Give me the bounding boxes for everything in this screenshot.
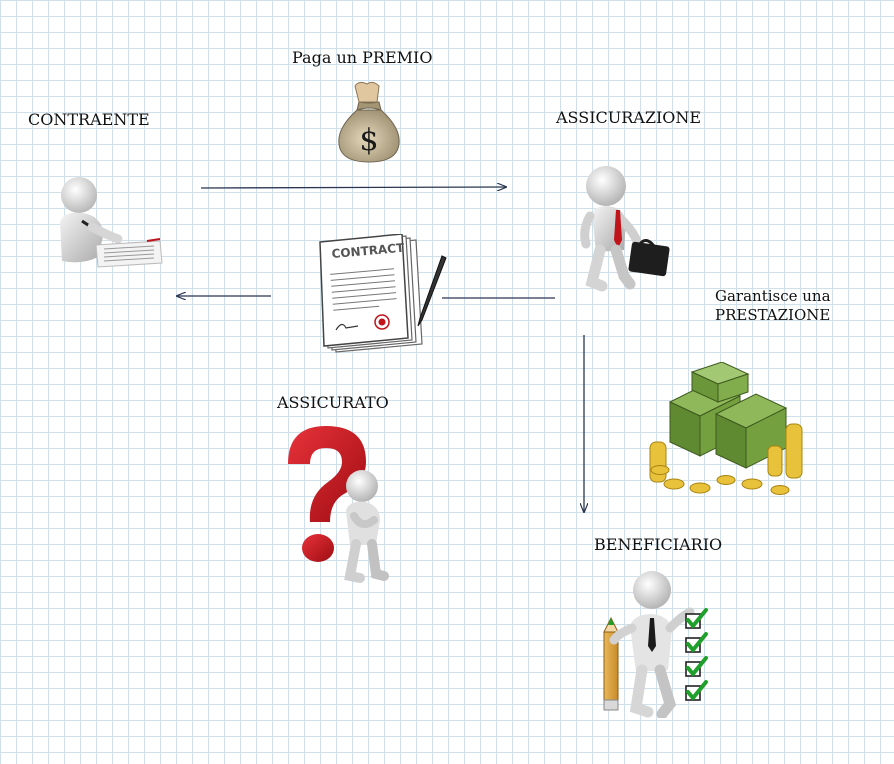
prestazione-label-line1: Garantisce una — [715, 287, 831, 305]
arrow-contraente-to-assicurazione — [200, 187, 506, 188]
money-bag-symbol: $ — [359, 123, 378, 158]
assicurazione-label: ASSICURAZIONE — [556, 108, 702, 127]
money-bag-icon: $ — [338, 81, 400, 163]
prestazione-label-line2: PRESTAZIONE — [715, 306, 831, 324]
businessman-briefcase-icon — [580, 166, 670, 292]
money-stacks-coins-icon — [649, 362, 803, 495]
contract-document-icon: CONTRACT — [319, 234, 447, 353]
question-mark-person-icon — [288, 426, 389, 583]
assicurato-label: ASSICURATO — [277, 393, 389, 412]
person-checklist-icon — [603, 571, 708, 718]
beneficiario-label: BENEFICIARIO — [594, 535, 723, 554]
person-signing-icon — [60, 177, 163, 268]
contraente-label: CONTRAENTE — [28, 110, 150, 129]
premio-label: Paga un PREMIO — [292, 48, 433, 67]
contract-title: CONTRACT — [331, 241, 406, 261]
